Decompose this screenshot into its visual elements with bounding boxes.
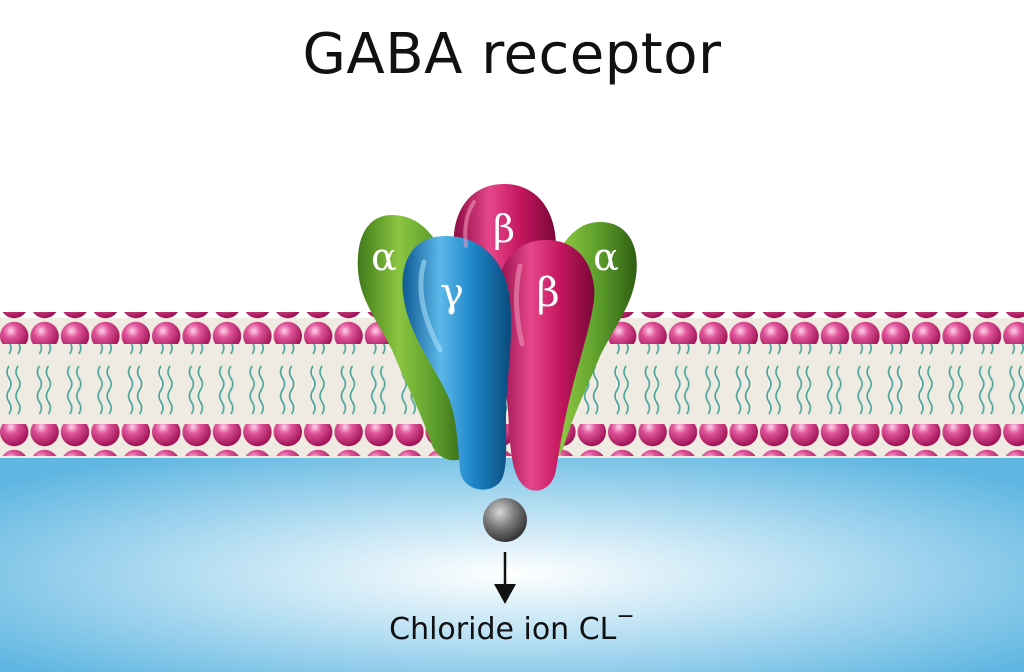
chloride-ion-label: Chloride ion CL−	[0, 606, 1024, 648]
label-alpha-right: α	[593, 235, 619, 279]
cytoplasm	[0, 455, 1024, 672]
ion-label-text: Chloride ion CL	[389, 612, 617, 647]
diagram-title: GABA receptor	[302, 22, 722, 87]
label-beta-back: β	[493, 207, 515, 251]
chloride-ion	[483, 498, 527, 542]
subunit-beta-front	[496, 240, 595, 491]
receptor-complex	[357, 184, 637, 491]
label-beta-front: β	[536, 270, 559, 316]
ion-charge: −	[616, 604, 635, 629]
down-arrow-icon	[494, 552, 516, 604]
label-gamma: γ	[440, 270, 464, 316]
subunit-gamma	[402, 236, 512, 490]
label-alpha-left: α	[371, 235, 397, 279]
